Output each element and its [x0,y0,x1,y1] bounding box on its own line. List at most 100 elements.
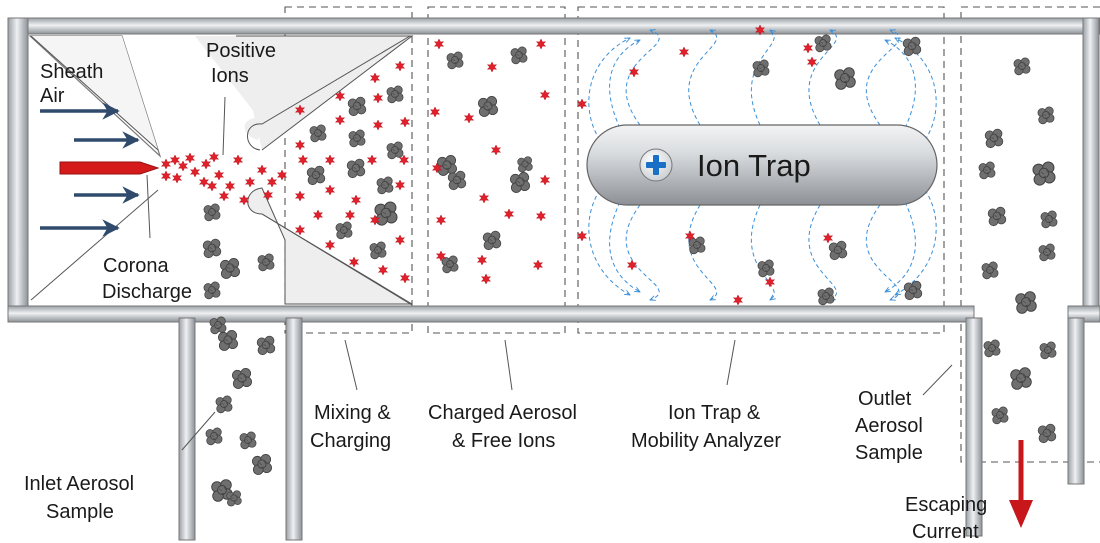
aerosol-particle [902,36,922,57]
aerosol-particle [306,165,326,186]
ion-star [325,154,335,166]
left-wall-pipe [7,17,29,313]
ion-trap-analyzer-label: Ion Trap & Mobility Analyzer [631,402,781,452]
ion-star [313,209,323,221]
field-line [808,30,837,126]
aerosol-particle [346,158,366,179]
field-line [688,30,718,126]
mixing-region-box [284,6,413,334]
escaping-current-arrow [1009,440,1033,528]
ion-trap-region-box [577,6,945,334]
ion-star [464,112,474,124]
aerosol-particle [202,238,222,259]
aerosol-particle [978,161,996,180]
field-line [750,204,774,300]
sheath-air-label: Sheath Air [40,61,109,107]
ion-star [577,230,587,242]
ion-star [325,184,335,196]
field-line [688,204,718,300]
ion-star [400,116,410,128]
bottom-pipe [7,305,975,323]
corona-needle [59,161,160,175]
ion-star [487,61,497,73]
aerosol-particle [478,96,498,117]
ion-star [214,169,224,181]
aerosol-particle [1015,291,1037,314]
ion-star [245,176,255,188]
ion-star [395,60,405,72]
outlet-sample-label: Outlet Aerosol Sample [855,388,928,464]
aerosol-particle [239,431,257,450]
aerosol-particle [482,230,502,251]
aerosol-particle [757,259,775,278]
aerosol-particle [1032,161,1056,186]
electric-field-lines [588,30,937,300]
ion-star [345,209,355,221]
aerosol-particle [752,59,770,78]
aerosol-particle [987,206,1007,227]
aerosol-particle [1038,243,1056,262]
aerosol-particle [814,34,832,53]
ion-star [436,214,446,226]
ion-star [434,38,444,50]
ion-star [373,119,383,131]
field-line [588,38,630,141]
aerosol-particle [386,85,404,104]
field-line [885,40,916,129]
aerosol-particle [903,280,923,301]
aerosol-particle [257,253,275,272]
ion-star [207,180,217,192]
field-line [865,30,900,126]
aerosol-particle [1013,57,1031,76]
escaping-current-label: Escaping Current [905,494,993,543]
ion-star [190,166,200,178]
field-line [588,189,630,295]
aerosol-particle [376,176,394,195]
aerosol-particle [991,406,1009,425]
ion-star [161,158,171,170]
aerosol-particle [984,128,1004,149]
inlet-sample-label: Inlet Aerosol Sample [24,473,140,523]
ion-star [349,256,359,268]
aerosol-particle [510,46,528,65]
ion-star [807,56,817,68]
ion-star [219,190,229,202]
aerosol-particle [834,67,856,90]
ion-star [295,139,305,151]
plus-icon [646,155,666,175]
ion-star [257,164,267,176]
ion-star [298,154,308,166]
ion-star [233,154,243,166]
outlet-region-box [960,6,1100,463]
ion-star [540,89,550,101]
ion-star [351,194,361,206]
corona-nozzle [30,35,159,301]
aerosol-particle [386,141,404,160]
field-line [808,204,837,300]
aerosol-particle [369,241,387,260]
aerosol-particle [688,236,706,255]
ion-star [373,92,383,104]
ion-star [335,114,345,126]
field-line [895,189,937,295]
ion-star [536,210,546,222]
ion-star [803,42,813,54]
mixing-charging-label: Mixing & Charging [310,402,396,452]
aerosol-particle [347,96,367,117]
aerosol-particle [205,427,223,446]
ion-star [481,273,491,285]
aerosol-particle [335,221,353,240]
aerosol-particle [446,51,464,70]
aerosol-particle [232,368,252,389]
outlet-pipe-right [1067,317,1085,485]
ion-star [504,208,514,220]
aerosol-particle [1039,341,1057,360]
ion-star [239,194,249,206]
ion-star [370,72,380,84]
aerosol-particle [252,454,272,475]
field-line [895,38,937,141]
corona-discharge-label: Corona Discharge [102,255,192,303]
ion-star [477,254,487,266]
ion-trap-electrode: Ion Trap [586,124,938,206]
aerosol-particle [1037,106,1055,125]
